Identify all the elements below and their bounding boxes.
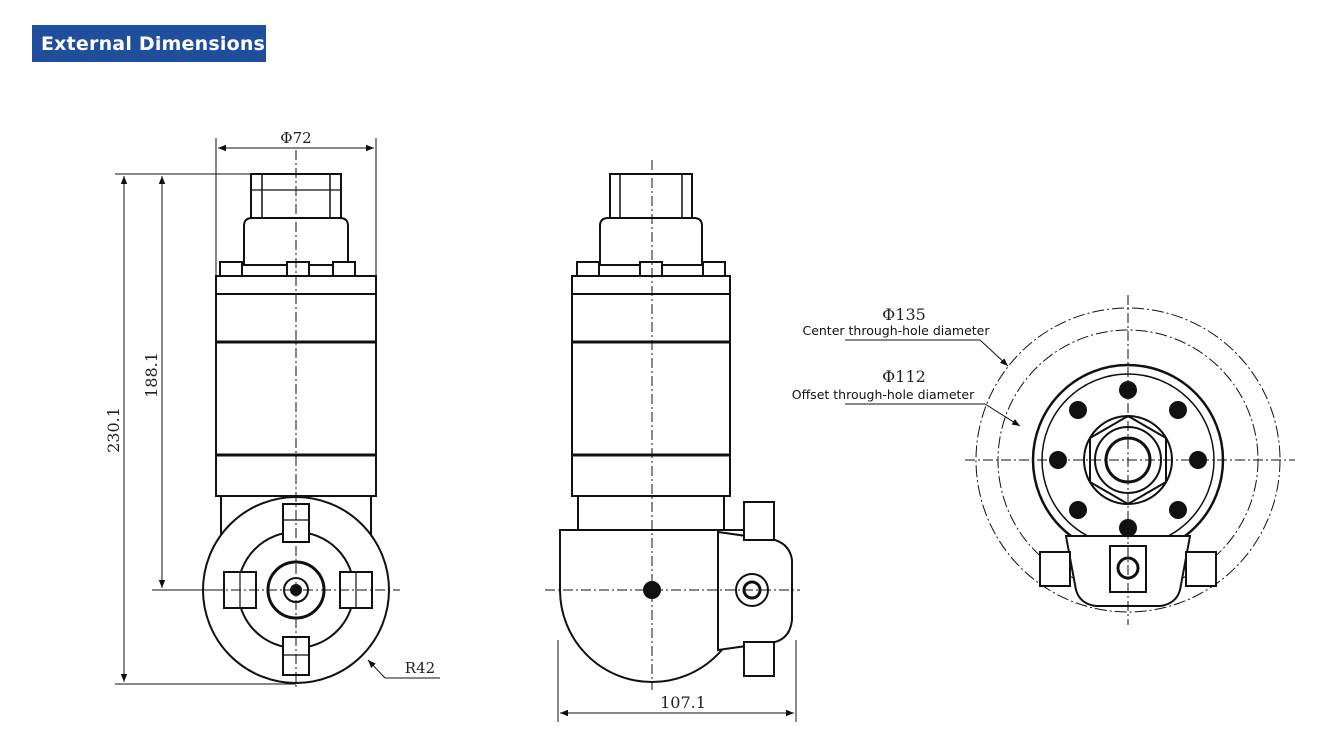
section-title: External Dimensions bbox=[41, 32, 266, 55]
side-view bbox=[559, 173, 793, 683]
side-center-lines bbox=[545, 160, 800, 690]
side-width-label: 107.1 bbox=[660, 693, 706, 712]
bottom-leader-lines bbox=[845, 339, 1021, 427]
inner-diameter-note: Offset through-hole diameter bbox=[792, 387, 975, 402]
bolt-holes bbox=[1049, 381, 1207, 537]
outer-diameter-label: Φ135 bbox=[882, 305, 926, 324]
side-dimension-lines bbox=[557, 640, 797, 722]
body-height-label: 188.1 bbox=[142, 352, 161, 398]
front-dimension-lines bbox=[115, 138, 440, 685]
outer-diameter-note: Center through-hole diameter bbox=[802, 323, 990, 338]
front-diameter-label: Φ72 bbox=[280, 129, 311, 147]
total-height-label: 230.1 bbox=[104, 407, 123, 453]
radius-label: R42 bbox=[405, 659, 435, 677]
inner-diameter-label: Φ112 bbox=[882, 367, 926, 386]
front-center-lines bbox=[195, 150, 400, 690]
bottom-center-lines bbox=[965, 295, 1295, 625]
section-title-bar: External Dimensions bbox=[32, 25, 266, 62]
